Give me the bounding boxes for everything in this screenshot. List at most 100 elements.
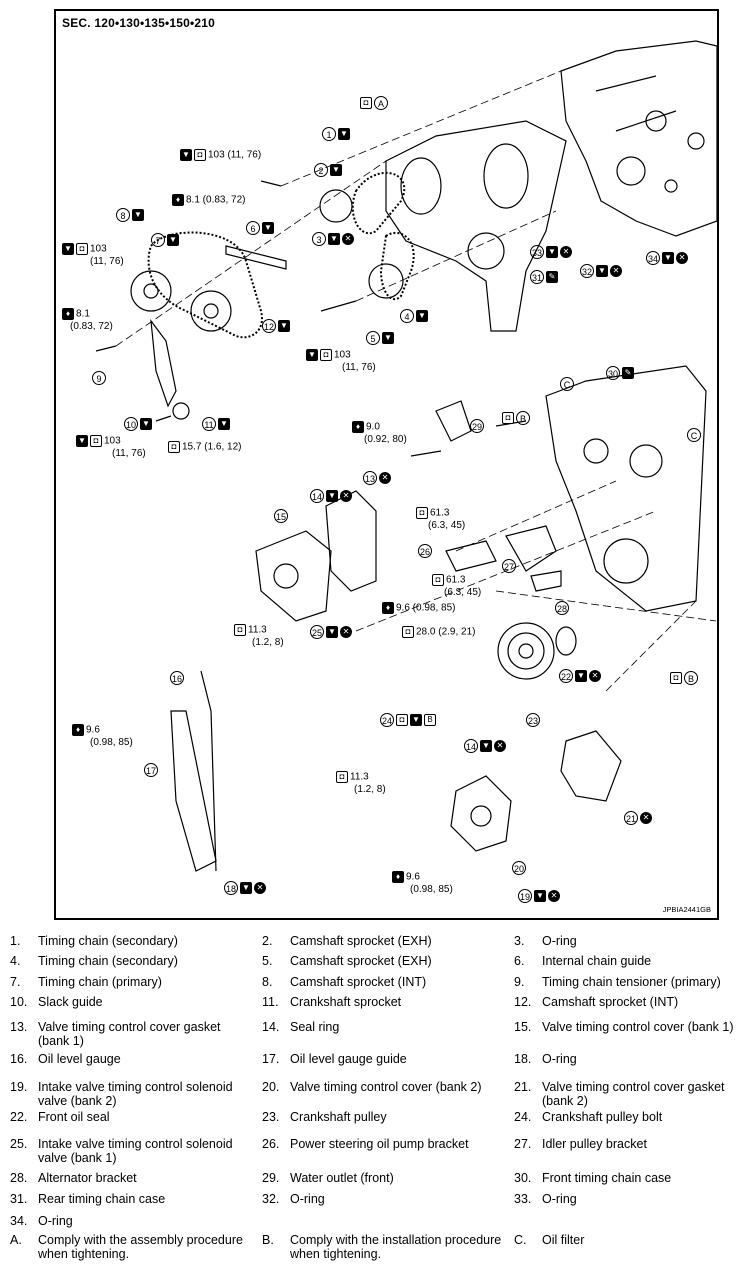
legend-text: Power steering oil pump bracket bbox=[290, 1137, 469, 1151]
legend-text: Camshaft sprocket (EXH) bbox=[290, 934, 432, 948]
legend-number: 5. bbox=[262, 954, 273, 968]
legend-number: 18. bbox=[514, 1052, 532, 1066]
legend-text: Seal ring bbox=[290, 1020, 340, 1034]
diagram-drawing bbox=[95, 40, 717, 872]
callout-27: 27 bbox=[502, 559, 518, 573]
legend-text: Internal chain guide bbox=[542, 954, 652, 968]
legend-number: 31. bbox=[10, 1192, 28, 1206]
image-code: JPBIA2441GB bbox=[662, 905, 711, 914]
legend-text: Intake valve timing control solenoid val… bbox=[38, 1137, 233, 1165]
legend-number: 30. bbox=[514, 1171, 532, 1185]
callout-15: 15 bbox=[274, 509, 290, 523]
water-outlet bbox=[435, 400, 472, 442]
legend-number: 3. bbox=[514, 934, 525, 948]
callout-34: 34▼✕ bbox=[646, 251, 690, 265]
exploded-diagram: SEC. 120•130•135•150•210 JPBIA2441GB 1▼ … bbox=[54, 9, 719, 920]
legend-text: O-ring bbox=[542, 934, 577, 948]
legend-number: 24. bbox=[514, 1110, 532, 1124]
slack-guide bbox=[150, 318, 177, 408]
torque-9.6-c: ♦9.6(0.98, 85) bbox=[392, 871, 453, 896]
torque-103-b: ▼◘103(11, 76) bbox=[62, 243, 124, 268]
callout-11: 11▼ bbox=[202, 417, 232, 431]
legend-text: Idler pulley bracket bbox=[542, 1137, 647, 1151]
marker-c-1: C bbox=[560, 377, 576, 391]
legend-text: Intake valve timing control solenoid val… bbox=[38, 1080, 233, 1108]
chain-secondary-1 bbox=[351, 172, 406, 235]
legend-text: Camshaft sprocket (EXH) bbox=[290, 954, 432, 968]
callout-5: 5▼ bbox=[366, 331, 396, 345]
torque-103-d: ▼◘103(11, 76) bbox=[76, 435, 146, 460]
legend-text: O-ring bbox=[542, 1052, 577, 1066]
legend-number: 7. bbox=[10, 975, 21, 989]
callout-9: 9 bbox=[92, 371, 108, 385]
legend-number: 17. bbox=[262, 1052, 280, 1066]
legend-number: 12. bbox=[514, 995, 532, 1009]
legend-number: 32. bbox=[262, 1192, 280, 1206]
legend-number: 2. bbox=[262, 934, 273, 948]
legend-number: 22. bbox=[10, 1110, 28, 1124]
legend-text: Oil level gauge guide bbox=[290, 1052, 407, 1066]
callout-33: 33▼✕ bbox=[530, 245, 574, 259]
oil-level-gauge-guide bbox=[170, 710, 217, 872]
oil-level-gauge bbox=[200, 670, 217, 872]
callout-16: 16 bbox=[170, 671, 186, 685]
legend-number: 27. bbox=[514, 1137, 532, 1151]
callout-22: 22▼✕ bbox=[559, 669, 603, 683]
callout-23: 23 bbox=[526, 713, 542, 727]
legend-text: Comply with the assembly procedure when … bbox=[38, 1233, 243, 1261]
marker-c-2: C bbox=[687, 428, 703, 442]
legend-number: 4. bbox=[10, 954, 21, 968]
callout-20: 20 bbox=[512, 861, 528, 875]
callout-3: 3▼✕ bbox=[312, 232, 356, 246]
legend-number: 10. bbox=[10, 995, 28, 1009]
legend-text: O-ring bbox=[38, 1214, 73, 1228]
callout-29: 29 bbox=[470, 419, 486, 433]
callout-12: 12▼ bbox=[262, 319, 292, 333]
legend-number: 15. bbox=[514, 1020, 532, 1034]
legend-text: O-ring bbox=[542, 1192, 577, 1206]
legend-number: 13. bbox=[10, 1020, 28, 1034]
vtc-cover-gasket-bank1 bbox=[325, 490, 377, 592]
legend-number: 20. bbox=[262, 1080, 280, 1094]
callout-21: 21✕ bbox=[624, 811, 654, 825]
legend-number: A. bbox=[10, 1233, 22, 1247]
legend-number: 25. bbox=[10, 1137, 28, 1151]
legend-text: Camshaft sprocket (INT) bbox=[290, 975, 427, 989]
legend-text: Timing chain (secondary) bbox=[38, 954, 178, 968]
callout-14-upper: 14▼✕ bbox=[310, 489, 354, 503]
chain-primary bbox=[147, 231, 263, 339]
callout-1: 1▼ bbox=[322, 127, 352, 141]
internal-chain-guide bbox=[225, 245, 287, 270]
legend-text: Timing chain (primary) bbox=[38, 975, 162, 989]
callout-25: 25▼✕ bbox=[310, 625, 354, 639]
torque-8.1-b: ♦8.1(0.83, 72) bbox=[62, 308, 113, 333]
marker-b-2: ◘B bbox=[670, 671, 700, 685]
legend-text: Front oil seal bbox=[38, 1110, 110, 1124]
legend-text: Timing chain tensioner (primary) bbox=[542, 975, 721, 989]
legend-text: Valve timing control cover (bank 1) bbox=[542, 1020, 734, 1034]
legend-text: Rear timing chain case bbox=[38, 1192, 166, 1206]
legend-text: Oil level gauge bbox=[38, 1052, 121, 1066]
legend-text: Front timing chain case bbox=[542, 1171, 672, 1185]
legend-number: 16. bbox=[10, 1052, 28, 1066]
front-oil-seal bbox=[555, 626, 577, 656]
legend-text: Water outlet (front) bbox=[290, 1171, 394, 1185]
vtc-cover-bank1 bbox=[255, 530, 332, 622]
legend-text: Crankshaft pulley bolt bbox=[542, 1110, 663, 1124]
legend-number: 29. bbox=[262, 1171, 280, 1185]
callout-31: 31✎ bbox=[530, 270, 560, 284]
legend-text: Valve timing control cover gasket (bank … bbox=[38, 1020, 221, 1048]
ps-pump-bracket bbox=[445, 540, 497, 572]
torque-9.6-b: ♦9.6(0.98, 85) bbox=[72, 724, 133, 749]
torque-103-a: ▼◘103 (11, 76) bbox=[180, 149, 261, 162]
legend-number: 11. bbox=[262, 995, 279, 1009]
callout-2: 2▼ bbox=[314, 163, 344, 177]
front-timing-chain-case bbox=[545, 365, 707, 612]
torque-61.3-a: ◘61.3(6.3, 45) bbox=[416, 507, 465, 532]
legend-number: 34. bbox=[10, 1214, 28, 1228]
marker-a: ◘A bbox=[360, 96, 390, 110]
legend-number: 14. bbox=[262, 1020, 280, 1034]
marker-b-1: ◘B bbox=[502, 411, 532, 425]
legend-text: Valve timing control cover (bank 2) bbox=[290, 1080, 482, 1094]
legend-text: Comply with the installation procedure w… bbox=[290, 1233, 502, 1261]
